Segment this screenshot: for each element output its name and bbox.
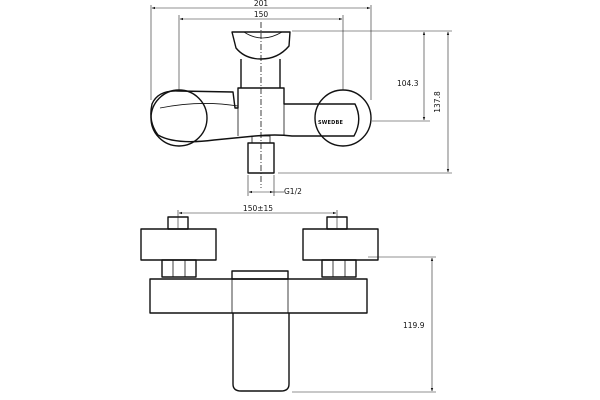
dim-front-height-label: 119.9	[403, 321, 425, 330]
right-nut	[321, 259, 357, 278]
dim-overall-width-label: 201	[254, 0, 269, 8]
dim-inlet-spacing-label: 150	[254, 10, 269, 19]
handle-notch	[243, 31, 283, 39]
right-flange	[302, 228, 379, 261]
faucet-body	[150, 87, 360, 143]
center-body-top	[231, 270, 289, 280]
handle-neck	[240, 59, 281, 88]
left-connector-circle	[150, 89, 208, 147]
top-view: SWEDBE 201 150 137.8 104.3 G1/2	[150, 0, 452, 196]
dim-total-height-label: 137.8	[433, 91, 442, 113]
dim-body-height-label: 104.3	[397, 79, 419, 88]
dim-front-spacing-label: 150±15	[243, 204, 273, 213]
left-flange	[140, 228, 217, 261]
main-body	[149, 278, 368, 314]
spout-front	[232, 313, 290, 392]
brand-label: SWEDBE	[318, 120, 343, 126]
front-view: 150±15 119.9	[140, 204, 436, 393]
body-contour	[159, 103, 239, 109]
dim-thread-label: G1/2	[284, 187, 302, 196]
right-connector-circle	[314, 89, 372, 147]
left-nut	[161, 259, 197, 278]
